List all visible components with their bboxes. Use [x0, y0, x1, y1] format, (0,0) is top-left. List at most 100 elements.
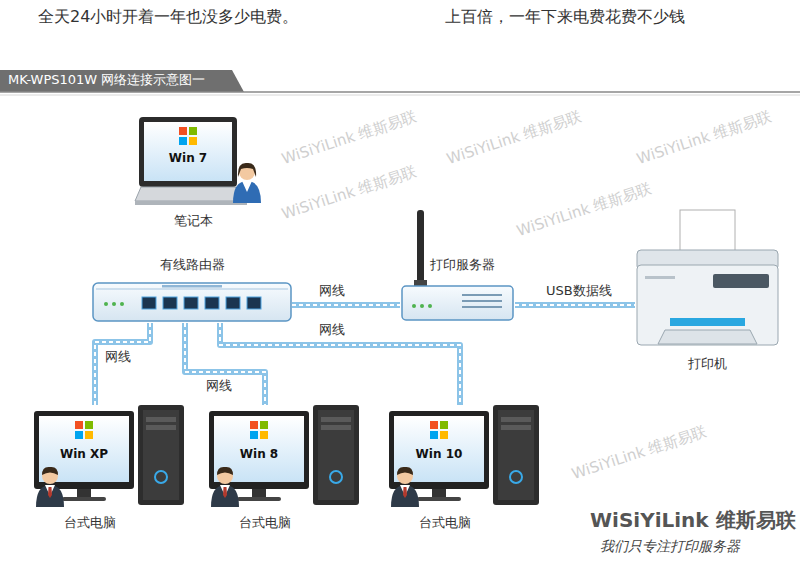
pc-tower [138, 405, 184, 505]
monitor-foot [62, 497, 106, 501]
person-body [211, 485, 239, 507]
pc-power [330, 471, 342, 483]
windows-logo [440, 431, 448, 439]
person-body [36, 485, 64, 507]
server-led [420, 304, 424, 308]
device-caption: 台式电脑 [205, 515, 325, 531]
pc-tower [313, 405, 359, 505]
router-port [142, 297, 156, 309]
watermark: WiSiYiLink 维斯易联 [444, 107, 583, 168]
screen-label: Win 7 [144, 151, 232, 165]
server-body [402, 286, 513, 320]
laptop-edge [135, 201, 247, 205]
cable-core [515, 304, 635, 306]
watermark: WiSiYiLink 维斯易联 [634, 107, 773, 168]
diagram-title: MK-WPS101W 网络连接示意图一 [8, 72, 205, 88]
device-caption: 有线路由器 [92, 257, 292, 273]
person-tie [403, 487, 407, 498]
screen-label: Win 8 [214, 447, 304, 461]
server-print [462, 294, 502, 296]
monitor-screen [394, 416, 484, 482]
monitor-bezel [209, 411, 309, 489]
watermark: WiSiYiLink 维斯易联 [279, 107, 418, 168]
windows-logo [189, 127, 197, 135]
header-rule [0, 95, 800, 96]
headline-note: 上百倍，一年下来电费花费不少钱 [445, 7, 685, 26]
monitor-screen [39, 416, 129, 482]
network-cable [515, 305, 635, 306]
person-tie [48, 487, 52, 498]
cable-band [220, 323, 460, 405]
device-caption: 台式电脑 [385, 515, 505, 531]
pc-drive [501, 417, 531, 422]
laptop-screen [144, 122, 232, 181]
laptop-bezel [139, 117, 237, 187]
server-print [462, 300, 502, 302]
cable-band [95, 323, 150, 405]
windows-logo [85, 431, 93, 439]
router-led [112, 302, 116, 306]
person-body [391, 485, 419, 507]
monitor-stand [252, 489, 266, 498]
pc-power [510, 471, 522, 483]
cable-band [185, 323, 265, 405]
server-led [428, 304, 432, 308]
printer-body [637, 265, 778, 345]
laptop: Win 7 笔记本 [135, 115, 265, 237]
windows-logo [260, 421, 268, 429]
router-trim [96, 289, 288, 290]
person-tie [223, 487, 227, 498]
person-hair [238, 163, 256, 177]
desktop-pc: Win 10台式电脑 [385, 405, 545, 537]
device-caption: 台式电脑 [30, 515, 150, 531]
pc-drive [321, 417, 351, 422]
pc-drive [321, 425, 351, 430]
windows-logo [430, 421, 438, 429]
network-cable [292, 305, 400, 306]
cable-core [220, 323, 460, 405]
router-port [205, 297, 219, 309]
cable-band [292, 302, 400, 308]
router-port [226, 297, 240, 309]
monitor-bezel [389, 411, 489, 489]
cable-core [185, 323, 265, 405]
watermark: WiSiYiLink 维斯易联 [514, 179, 653, 240]
desktop-pc: Win XP台式电脑 [30, 405, 190, 537]
person-hair [397, 467, 413, 475]
windows-logo [250, 421, 258, 429]
router-body [93, 283, 291, 321]
network-cable [220, 323, 460, 405]
device-caption: 笔记本 [135, 213, 251, 229]
monitor-stand [432, 489, 446, 498]
pc-front [143, 410, 179, 500]
windows-logo [75, 431, 83, 439]
router-led [120, 302, 124, 306]
router-port [163, 297, 177, 309]
windows-logo [250, 431, 258, 439]
laptop-base [135, 187, 247, 201]
windows-logo [179, 137, 187, 145]
router-led [104, 302, 108, 306]
cable-label: USB数据线 [545, 283, 613, 299]
pc-drive [146, 417, 176, 422]
router-port [184, 297, 198, 309]
watermark: WiSiYiLink 维斯易联 [569, 422, 708, 483]
person-collar [242, 181, 252, 192]
server-led [412, 304, 416, 308]
cable-band [515, 302, 635, 308]
printer-tray [658, 330, 757, 344]
header-rule [0, 91, 800, 93]
pc-tower [493, 405, 539, 505]
server-print [462, 306, 502, 308]
cable-label: 网线 [318, 322, 346, 338]
windows-logo [179, 127, 187, 135]
windows-logo [430, 431, 438, 439]
network-cable [185, 323, 265, 405]
pc-drive [146, 425, 176, 430]
windows-logo [440, 421, 448, 429]
printer: 打印机 [635, 210, 780, 378]
watermark: WiSiYiLink 维斯易联 [279, 162, 418, 223]
brand-slogan: 我们只专注打印服务器 [600, 538, 740, 555]
person-hair [217, 467, 233, 475]
